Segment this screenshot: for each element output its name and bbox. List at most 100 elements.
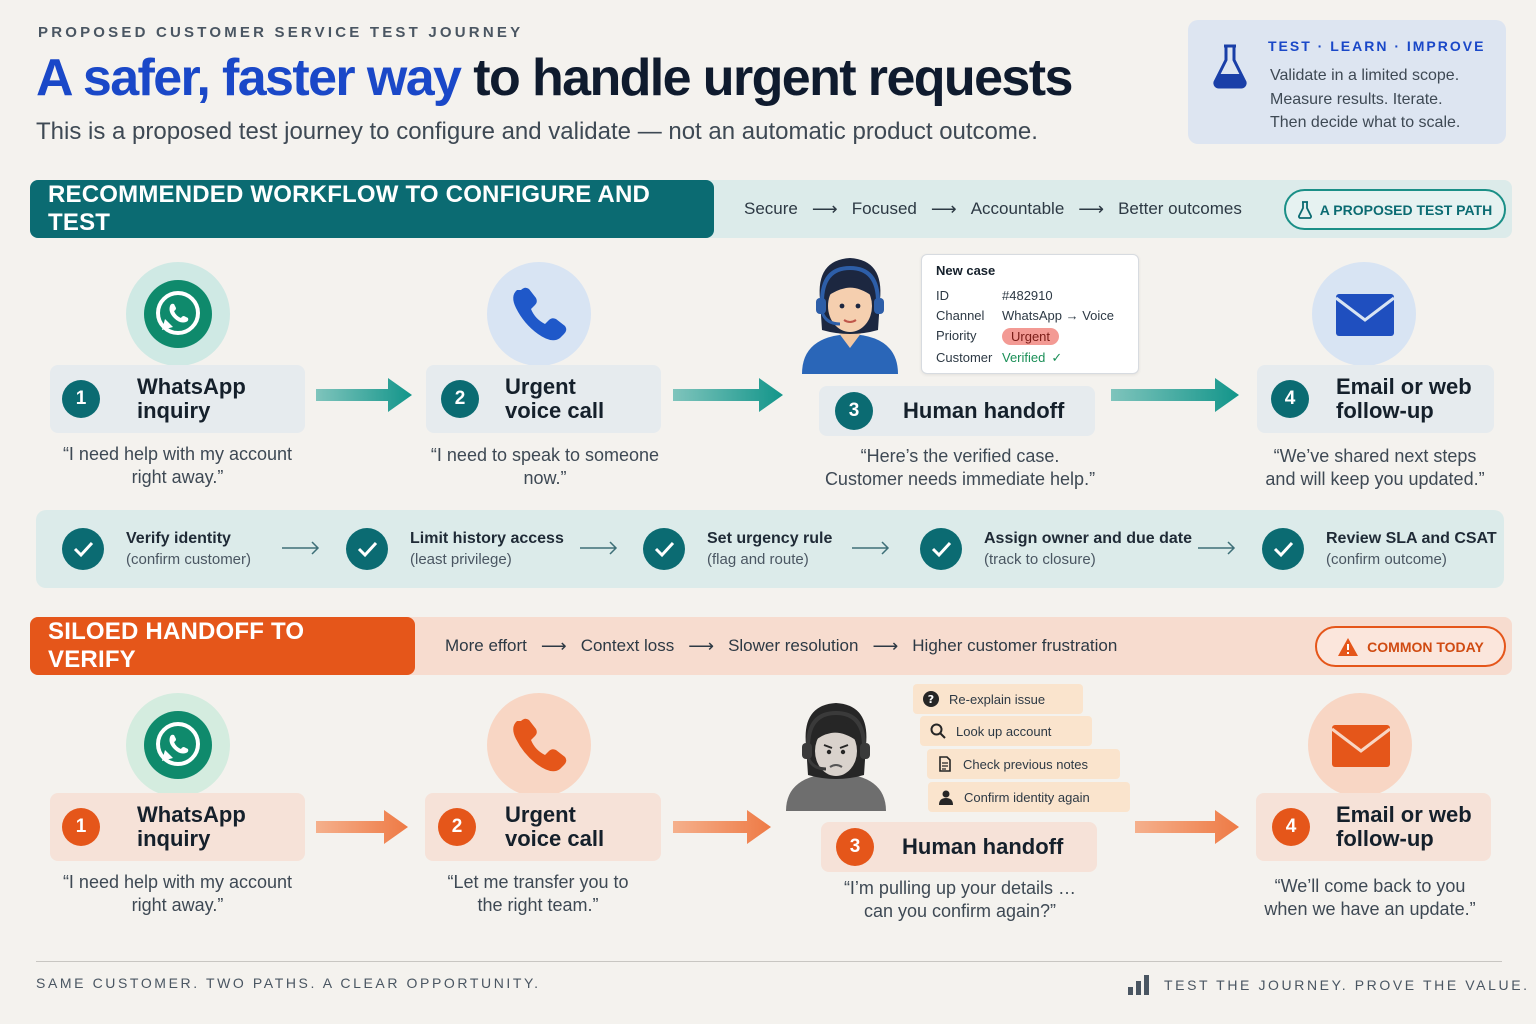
email-icon-circle xyxy=(1312,262,1416,366)
step-number: 4 xyxy=(1272,808,1310,846)
checklist-item: Assign owner and due date(track to closu… xyxy=(920,510,1192,588)
arrow-right-icon xyxy=(1198,541,1236,555)
flow-item: Accountable xyxy=(970,199,1065,218)
arrow-right-icon: ⟶ xyxy=(872,635,899,656)
agent-avatar xyxy=(786,703,886,811)
test-box-title: TEST · LEARN · IMPROVE xyxy=(1268,38,1486,54)
arrow-right-icon xyxy=(580,541,618,555)
recommended-flow: Secure⟶ Focused⟶ Accountable⟶ Better out… xyxy=(744,180,1242,238)
flask-icon xyxy=(1213,44,1247,89)
task-item: Confirm identity again xyxy=(928,782,1130,812)
check-icon: ✓ xyxy=(1051,350,1063,365)
test-box-line: Validate in a limited scope. xyxy=(1270,67,1460,84)
phone-icon xyxy=(513,718,567,772)
recommended-title: RECOMMENDED WORKFLOW TO CONFIGURE AND TE… xyxy=(30,180,714,238)
arrow-right-icon xyxy=(282,541,320,555)
agent-avatar xyxy=(802,258,898,374)
headline-lead: A xyxy=(36,49,83,107)
flask-icon xyxy=(1297,200,1312,219)
step-number: 3 xyxy=(836,828,874,866)
phone-icon-circle xyxy=(487,693,591,797)
step-label: Human handoff xyxy=(903,398,1065,423)
checklist-item: Set urgency rule(flag and route) xyxy=(643,510,832,588)
orange-arrow-icon xyxy=(316,810,408,844)
headline-rest: to handle urgent requests xyxy=(460,49,1073,107)
whatsapp-icon-circle xyxy=(126,693,230,797)
step-number: 2 xyxy=(441,380,479,418)
orange-arrow-icon xyxy=(1135,810,1239,844)
test-learn-improve-box: TEST · LEARN · IMPROVE Validate in a lim… xyxy=(1188,20,1506,144)
case-title: New case xyxy=(936,263,996,278)
common-today-pill: COMMON TODAY xyxy=(1315,626,1506,667)
whatsapp-icon-circle xyxy=(126,262,230,366)
case-row: ID#482910 xyxy=(936,288,1053,303)
svg-text:?: ? xyxy=(928,693,934,706)
flow-item: Secure xyxy=(744,199,798,218)
whatsapp-icon xyxy=(144,711,212,779)
task-item: Look up account xyxy=(920,716,1092,746)
step-quote: “Here’s the verified case.Customer needs… xyxy=(824,446,1096,489)
arrow-right-icon: ⟶ xyxy=(540,635,567,656)
siloed-title: SILOED HANDOFF TO VERIFY xyxy=(30,617,415,675)
flow-item: Better outcomes xyxy=(1118,199,1242,218)
proposed-test-path-pill: A PROPOSED TEST PATH xyxy=(1284,189,1506,230)
step-card: 3 Human handoff xyxy=(819,386,1095,436)
flow-item: Context loss xyxy=(580,636,675,655)
teal-arrow-icon xyxy=(316,378,412,412)
flow-item: Slower resolution xyxy=(728,636,859,655)
arrow-right-icon xyxy=(852,541,890,555)
check-icon xyxy=(62,528,104,570)
test-box-lines: Validate in a limited scope. Measure res… xyxy=(1270,64,1460,135)
verified-status: Verified xyxy=(1002,350,1046,365)
bar-chart-icon xyxy=(1128,975,1149,995)
search-icon xyxy=(930,723,946,739)
siloed-band: SILOED HANDOFF TO VERIFY More effort⟶ Co… xyxy=(30,617,1512,675)
check-icon xyxy=(920,528,962,570)
check-icon xyxy=(643,528,685,570)
orange-arrow-icon xyxy=(673,810,771,844)
step-label: Human handoff xyxy=(902,834,1064,859)
step-number: 2 xyxy=(438,808,476,846)
teal-arrow-icon xyxy=(673,378,783,412)
check-icon xyxy=(1262,528,1304,570)
checklist-item: Limit history access(least privilege) xyxy=(346,510,564,588)
warning-icon xyxy=(1338,637,1359,656)
step-number: 4 xyxy=(1271,380,1309,418)
subhead: This is a proposed test journey to confi… xyxy=(36,118,1038,145)
recommended-band: RECOMMENDED WORKFLOW TO CONFIGURE AND TE… xyxy=(30,180,1512,238)
step-number: 1 xyxy=(62,808,100,846)
urgent-badge: Urgent xyxy=(1002,328,1060,345)
step-number: 1 xyxy=(62,380,100,418)
siloed-flow: More effort⟶ Context loss⟶ Slower resolu… xyxy=(445,617,1117,675)
footer-left: SAME CUSTOMER. TWO PATHS. A CLEAR OPPORT… xyxy=(36,975,541,991)
person-icon xyxy=(939,790,953,805)
envelope-icon xyxy=(1331,725,1391,767)
whatsapp-icon xyxy=(144,280,212,348)
pill-label: COMMON TODAY xyxy=(1367,638,1484,655)
flow-item: Focused xyxy=(851,199,917,218)
headline: A safer, faster way to handle urgent req… xyxy=(36,48,1073,108)
test-box-line: Measure results. Iterate. xyxy=(1270,90,1443,108)
footer-right-text: TEST THE JOURNEY. PROVE THE VALUE. xyxy=(1164,977,1530,993)
teal-arrow-icon xyxy=(1111,378,1239,412)
eyebrow: PROPOSED CUSTOMER SERVICE TEST JOURNEY xyxy=(38,24,524,41)
footer-divider xyxy=(36,961,1502,962)
pill-label: A PROPOSED TEST PATH xyxy=(1319,201,1493,218)
